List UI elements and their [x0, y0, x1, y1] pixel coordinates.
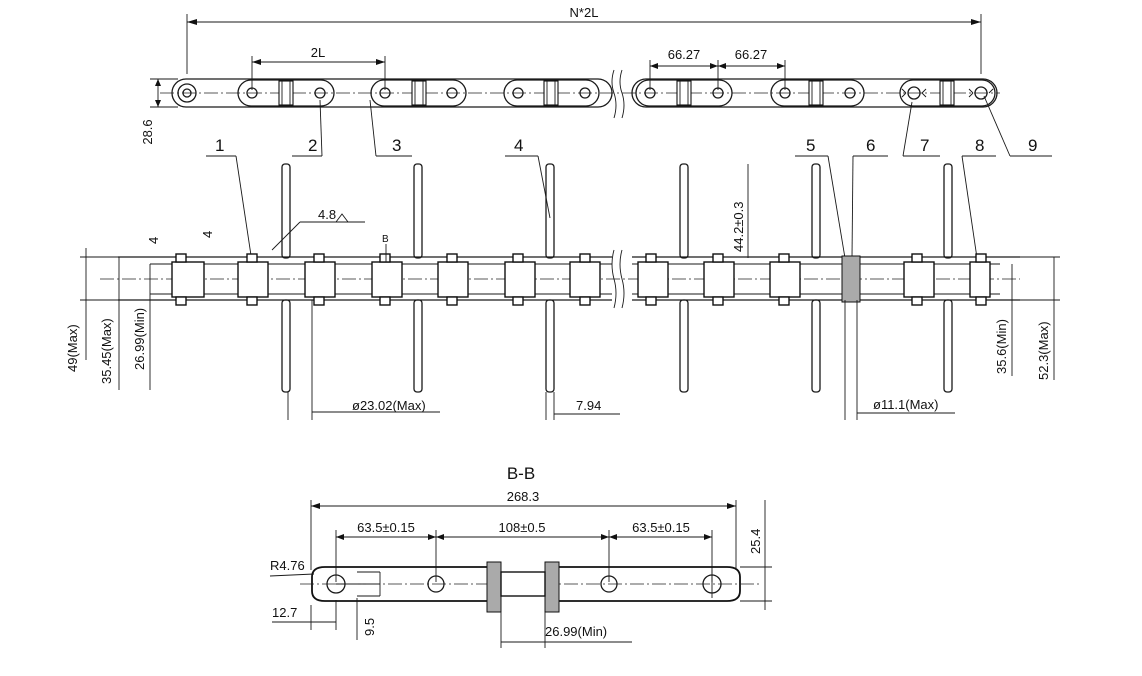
top-height-label: 28.6	[140, 119, 155, 144]
section-height-label: 25.4	[748, 529, 763, 554]
callout-5: 5	[806, 136, 815, 155]
end-offset-label: 12.7	[272, 605, 297, 620]
top-rollers	[278, 80, 955, 106]
callout-1: 1	[215, 136, 224, 155]
front-link-blocks	[171, 261, 991, 298]
section-marker: B	[382, 234, 389, 245]
dim-35-6: 35.6(Min)	[994, 319, 1009, 374]
callout-7: 7	[920, 136, 929, 155]
radius-label: R4.76	[270, 558, 305, 573]
pitch-a-label: 66.27	[668, 47, 701, 62]
callout-2: 2	[308, 136, 317, 155]
overall-length-label: 268.3	[507, 489, 540, 504]
callout-6: 6	[866, 136, 875, 155]
roller-diameter-label: ø23.02(Max)	[352, 398, 426, 413]
callout-9: 9	[1028, 136, 1037, 155]
gap-min-label: 26.99(Min)	[545, 624, 607, 639]
top-view: N*2L 2L 66.27 66.27	[140, 5, 1000, 145]
section-link-plate-left	[486, 561, 502, 613]
hole-offset-label: 9.5	[362, 618, 377, 636]
dim-49: 49(Max)	[65, 324, 80, 372]
section-title: B-B	[507, 464, 535, 483]
dim-44-2: 44.2±0.3	[731, 201, 746, 252]
weld-size-label: 4.8	[318, 207, 336, 222]
pitch-b-label: 66.27	[735, 47, 768, 62]
section-link-plate-right	[544, 561, 560, 613]
dim-right-label: 63.5±0.15	[632, 520, 690, 535]
section-view: B-B 268.3 63.5±0.15 108±0.5 63.5±0.15	[269, 464, 772, 648]
callout-8: 8	[975, 136, 984, 155]
top-link-plates	[237, 79, 996, 107]
overall-dimension-label: N*2L	[570, 5, 599, 20]
dim-35-45: 35.45(Max)	[99, 318, 114, 384]
callouts: 1 2 3 4 5 6 7 8 9	[206, 95, 1052, 263]
dim-4-left: 4	[146, 237, 161, 244]
flight-arms	[281, 163, 953, 393]
pitch-2l-label: 2L	[311, 45, 325, 60]
dim-7-94: 7.94	[576, 398, 601, 413]
dim-middle-label: 108±0.5	[499, 520, 546, 535]
top-pins	[177, 83, 988, 103]
dim-4-inner: 4	[200, 231, 215, 238]
callout-4: 4	[514, 136, 523, 155]
callout-3: 3	[392, 136, 401, 155]
dim-26-99: 26.99(Min)	[132, 308, 147, 370]
front-view: 4.8 4 4 B 49(Max) 35.45(Max) 26.99(Min) …	[65, 163, 1060, 420]
pin-diameter-label: ø11.1(Max)	[873, 397, 939, 412]
dim-52-3: 52.3(Max)	[1036, 321, 1051, 380]
front-pin-caps	[175, 253, 987, 306]
connecting-bushing	[841, 255, 861, 303]
dim-left-label: 63.5±0.15	[357, 520, 415, 535]
